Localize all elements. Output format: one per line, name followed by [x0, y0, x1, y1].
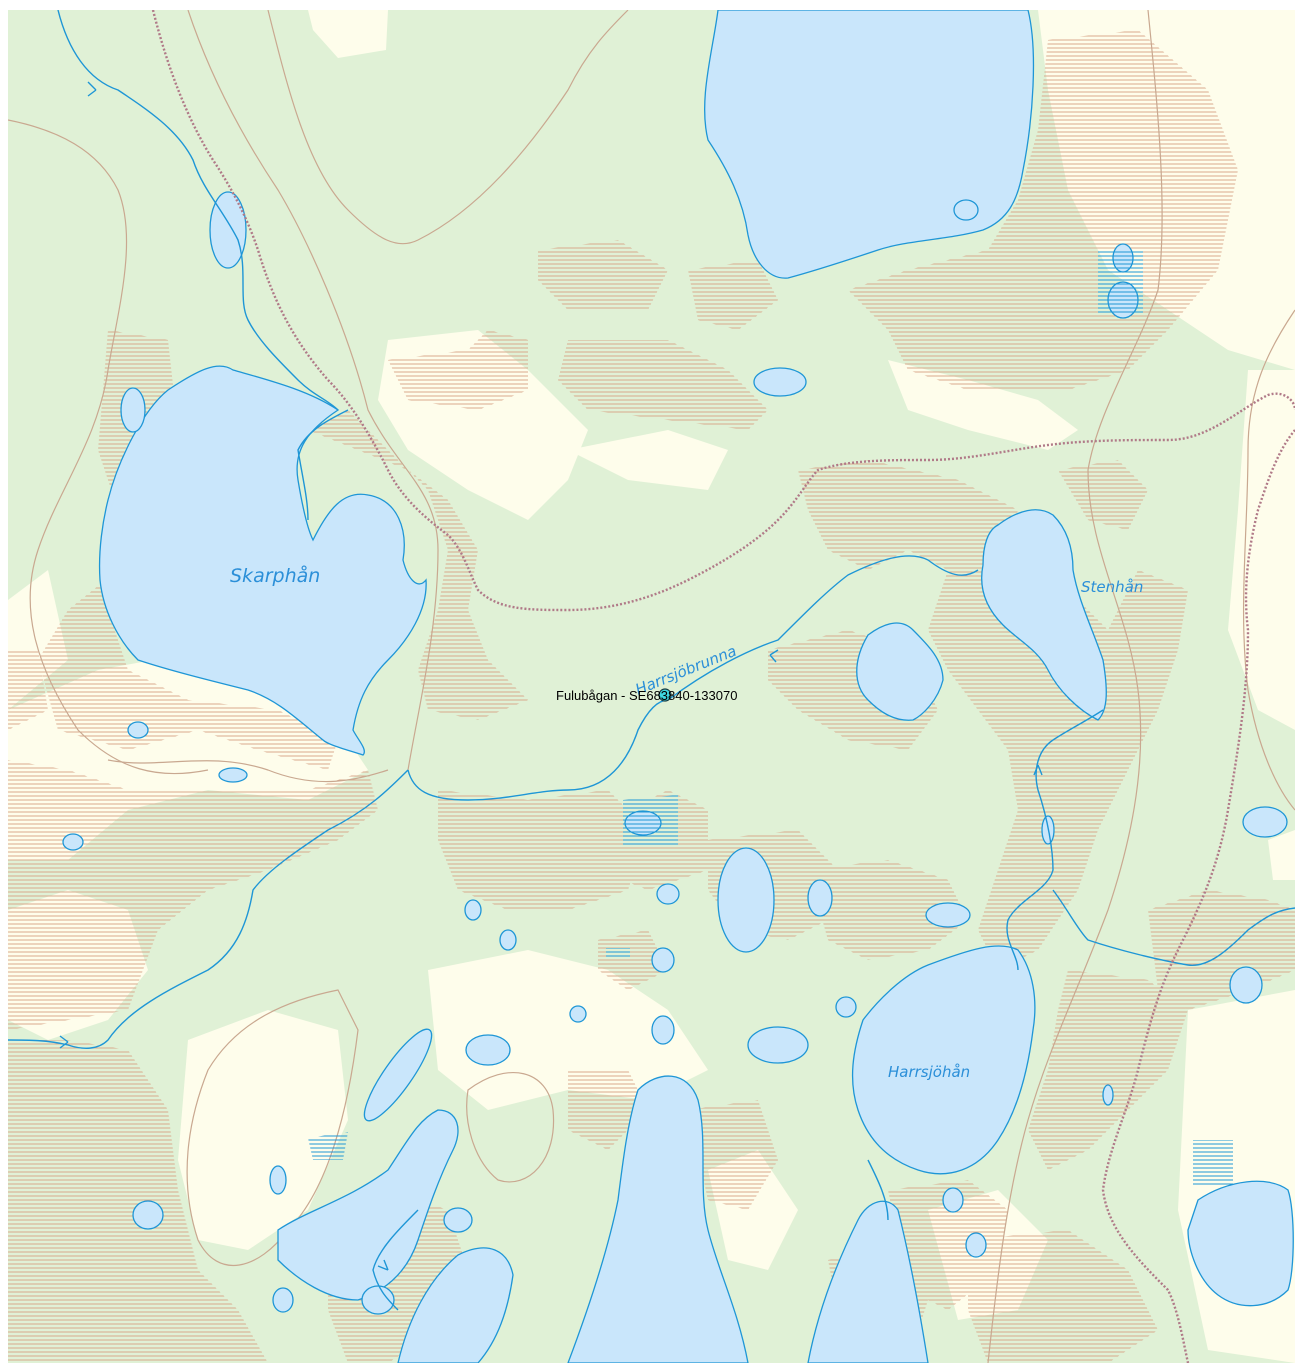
lake-round — [856, 622, 944, 721]
lake-south-center — [807, 1200, 929, 1363]
lake-southwest-2 — [397, 1247, 514, 1363]
arrow-icon — [1033, 764, 1043, 776]
topographic-map[interactable]: Skarphån Harrsjöbrunna Stenhån Harrsjöhå… — [8, 10, 1295, 1363]
lake-southwest — [277, 1109, 459, 1301]
lake-south — [567, 1075, 749, 1363]
lake-southeast — [1187, 1180, 1294, 1307]
lake-harrsjohan — [851, 945, 1036, 1175]
marker-label: Fulubågan - SE683840-133070 — [556, 688, 737, 703]
arrow-icon — [769, 649, 779, 663]
lake-stenhan-east — [981, 509, 1107, 721]
arrow-icon — [59, 1035, 69, 1049]
label-stenhan: Stenhån — [1081, 578, 1143, 596]
location-marker[interactable]: Fulubågan - SE683840-133070 — [556, 688, 737, 703]
arrow-icon — [377, 1259, 389, 1271]
lake-north — [703, 10, 1035, 279]
map-view[interactable]: Skarphån Harrsjöbrunna Stenhån Harrsjöhå… — [8, 10, 1295, 1363]
label-skarphan: Skarphån — [230, 564, 320, 587]
wetland-hatch — [308, 250, 1233, 1185]
arrow-icon — [87, 81, 97, 97]
lake-skarphan — [98, 365, 427, 756]
contour-lines — [8, 10, 1295, 1363]
stream-direction-arrows — [59, 81, 1043, 1271]
water-bodies — [62, 10, 1294, 1363]
label-harrsjohan: Harrsjöhån — [888, 1063, 970, 1081]
marker-pin-icon[interactable] — [658, 688, 672, 702]
